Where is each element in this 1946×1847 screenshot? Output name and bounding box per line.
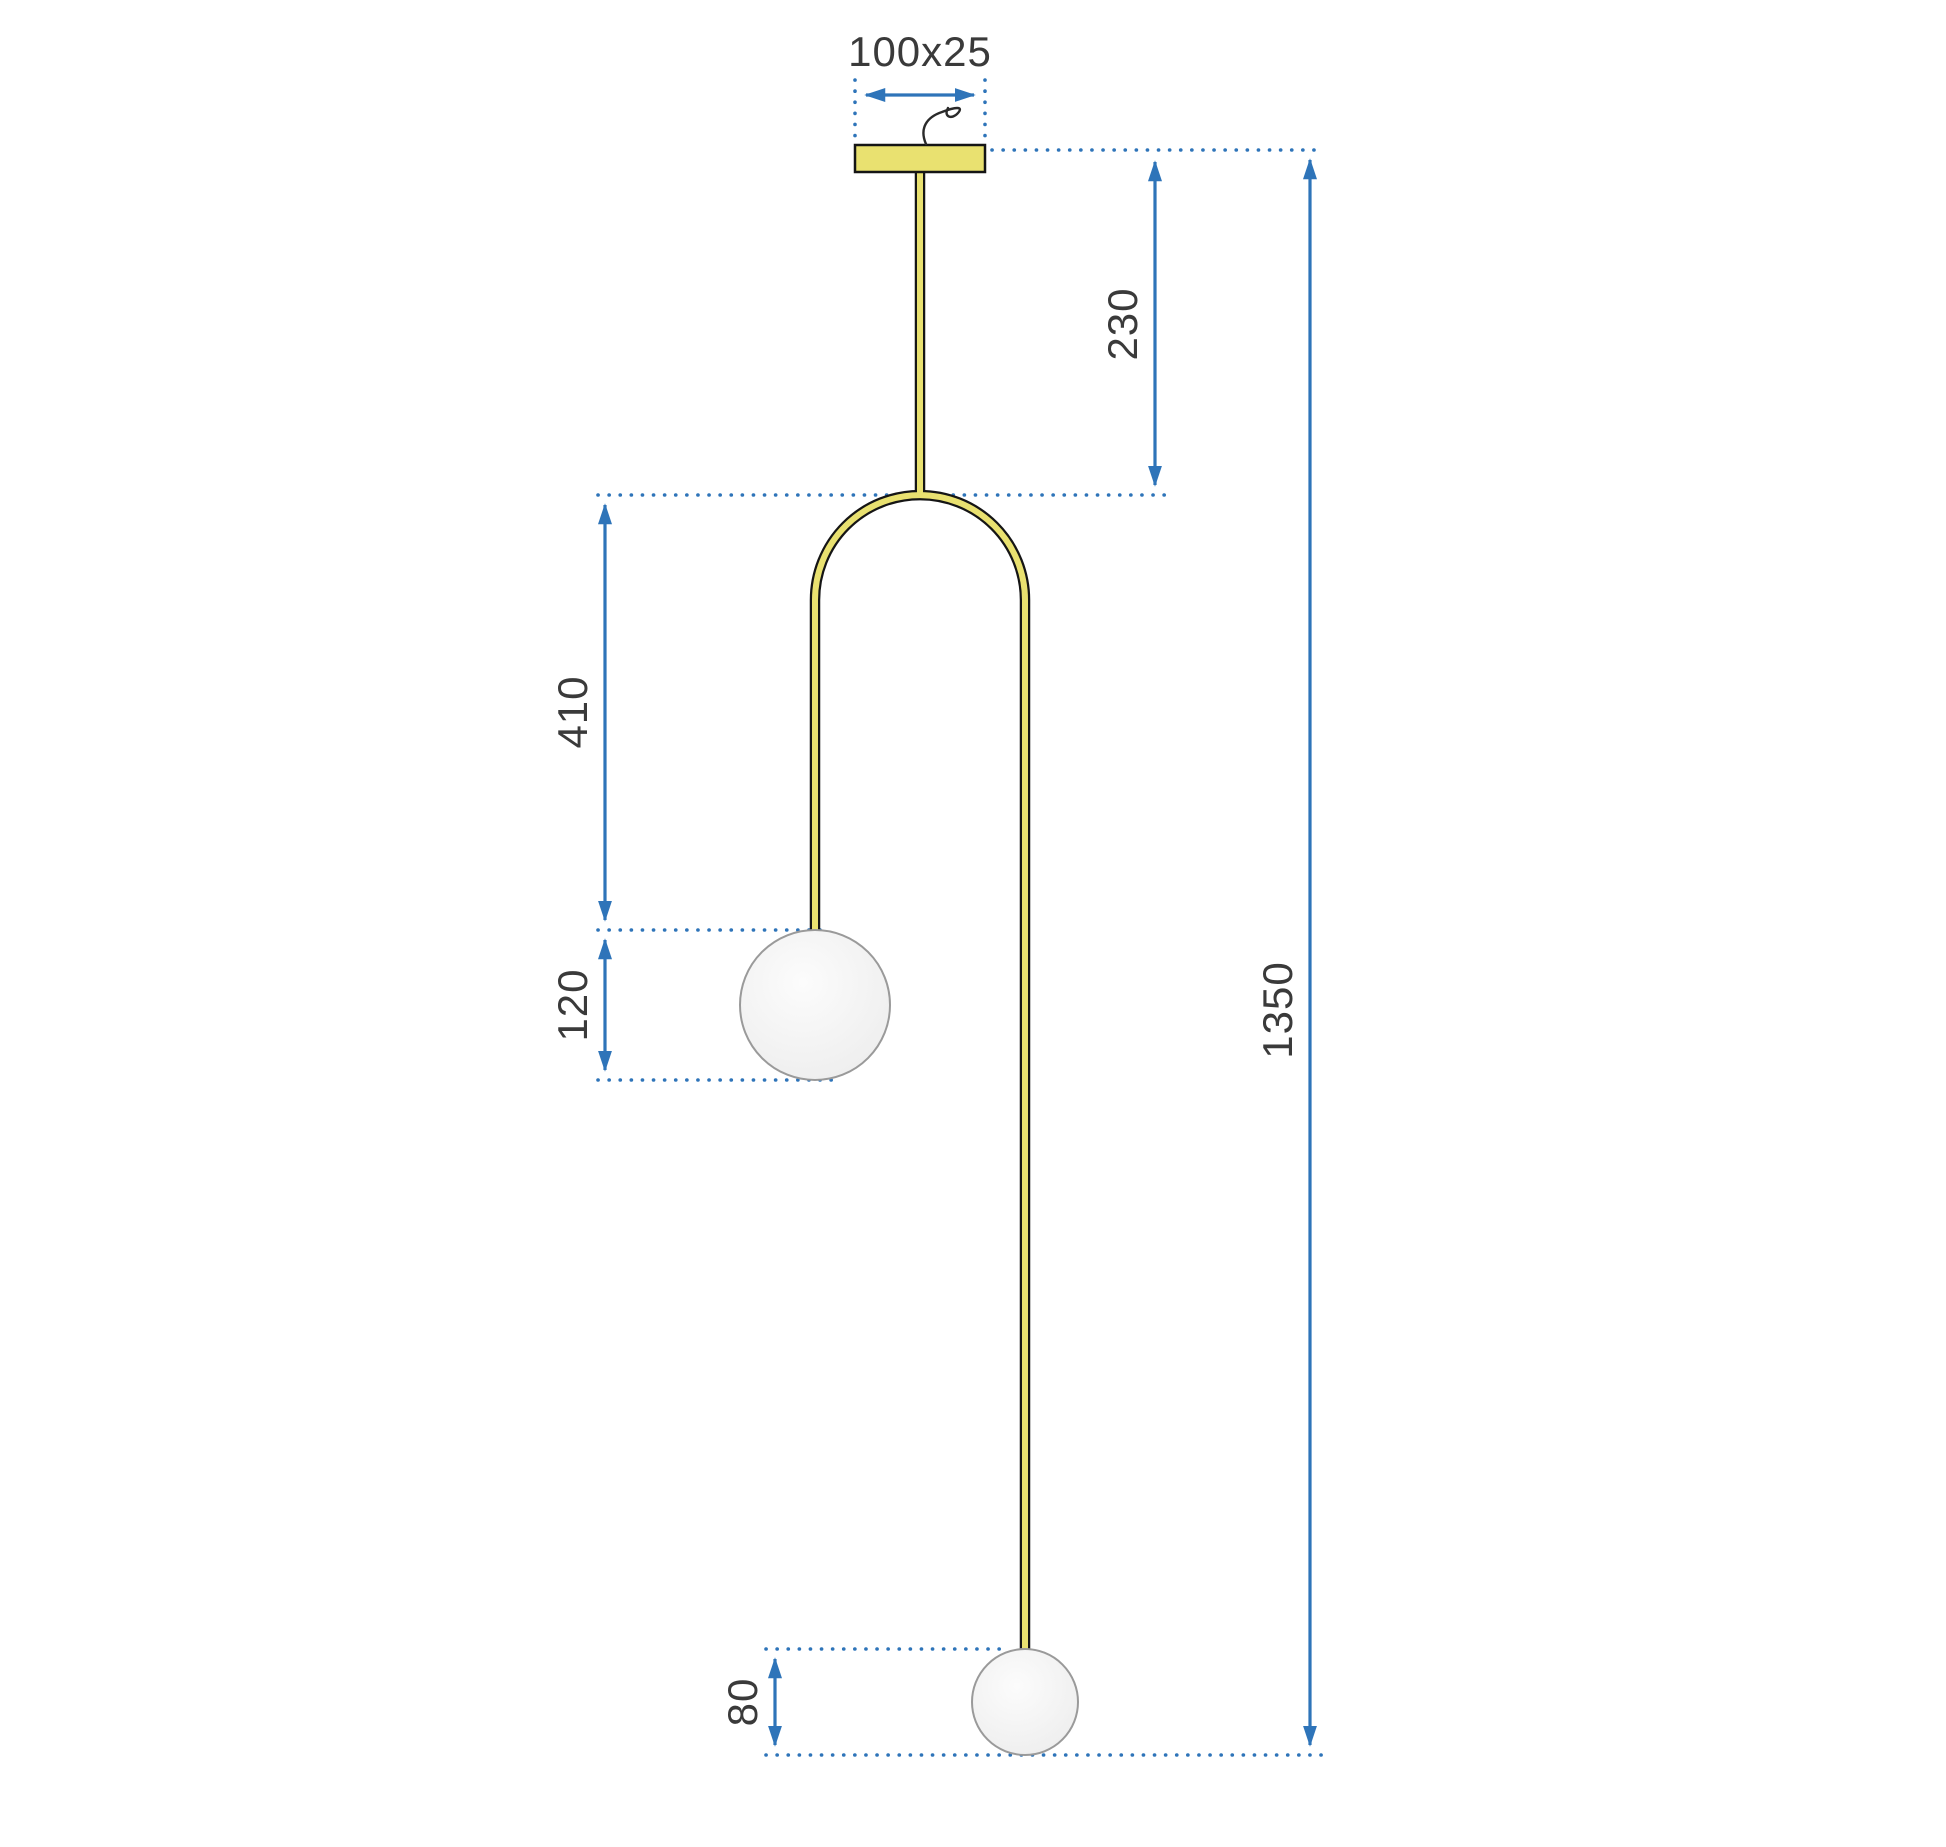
dimension-labels: 100x25 230 410 120 1350 80 [549,28,1301,1726]
label-arch-to-ball: 410 [549,675,596,748]
label-ball-diameter: 120 [549,968,596,1041]
dimension-arrows [598,88,1317,1747]
label-bottom-ball: 80 [719,1678,766,1727]
glass-ball-small [971,1648,1079,1756]
label-canopy-size: 100x25 [848,28,992,75]
lamp-fixture [739,106,1079,1756]
extension-lines [596,78,1327,1757]
label-total-height: 1350 [1254,961,1301,1058]
label-ceiling-to-arch: 230 [1099,287,1146,360]
ceiling-canopy-plate [853,143,987,174]
glass-ball-large [739,929,891,1081]
arch-tube [812,492,1028,1652]
power-wire [922,106,962,146]
